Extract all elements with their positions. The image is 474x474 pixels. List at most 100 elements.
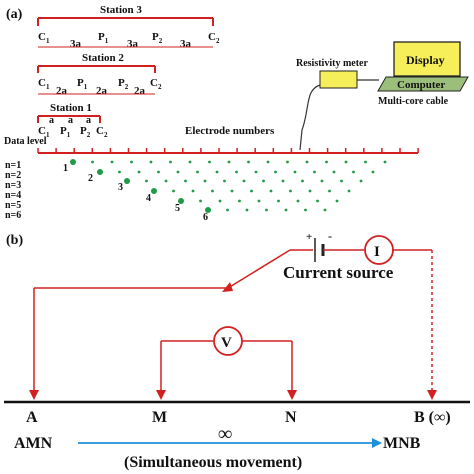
display-screen: [393, 41, 461, 77]
pseudosection-point: [215, 170, 219, 174]
highlight-point: [151, 188, 157, 194]
multi-core-cable: [299, 84, 321, 151]
pseudosection-point: [169, 160, 172, 164]
station-1-p2: P2: [80, 125, 91, 139]
cable-label: Multi-core cable: [378, 96, 449, 107]
pseudosection-point: [157, 170, 160, 174]
resistivity-meter-box: [319, 70, 358, 89]
point-label-6: 6: [203, 212, 208, 223]
pseudosection-point: [266, 160, 270, 164]
pseudosection-point: [332, 170, 336, 174]
pseudosection-point: [383, 160, 387, 164]
electrode-ticks: [37, 148, 419, 153]
level-n6: n=6: [5, 210, 21, 221]
electrode-labels-b: A M N B (∞): [26, 409, 451, 426]
pseudosection-point: [284, 208, 288, 212]
pseudosection-point: [269, 189, 273, 193]
station-1-p1: P1: [60, 125, 71, 139]
computer-label: Computer: [397, 79, 445, 91]
pseudosection-point: [254, 170, 258, 174]
arrow-to-m: [156, 390, 166, 400]
ammeter-symbol: I: [374, 244, 380, 260]
electrode-a: A: [26, 409, 38, 426]
pseudosection-point: [196, 170, 199, 174]
pseudosection-point: [247, 160, 250, 164]
level-labels: n=1 n=2 n=3 n=4 n=5 n=6: [5, 160, 21, 221]
arrow-to-b: [427, 390, 437, 400]
electrode-numbers-label: Electrode numbers: [185, 125, 275, 137]
movement-label: (Simultaneous movement): [124, 454, 302, 471]
pseudosection-point: [211, 189, 214, 193]
pseudosection-point: [145, 179, 148, 183]
station-3-spacing-2: 3a: [127, 38, 139, 50]
station-1-spacing-2: a: [68, 115, 73, 126]
data-label: Data level: [4, 136, 47, 147]
pseudosection-point: [308, 189, 312, 193]
station-1-c1: C1: [38, 125, 50, 139]
station-3-c1: C1: [38, 31, 50, 45]
pseudosection-point: [313, 170, 316, 174]
pseudosection-point: [118, 170, 121, 174]
amn-label: AMN: [14, 435, 53, 452]
pseudosection-point: [340, 179, 343, 183]
pseudosection-point: [325, 160, 328, 164]
pseudosection-point: [305, 160, 309, 164]
highlight-point: [97, 169, 103, 175]
pseudosection-point: [364, 160, 367, 164]
pseudosection-point: [257, 199, 261, 203]
pseudosection-point: [347, 189, 351, 193]
pseudosection-point: [235, 170, 238, 174]
station-1: Station 1 a a a C1 P1 P2 C2: [37, 102, 108, 139]
point-labels: 1 2 3 4 5 6: [63, 163, 208, 223]
station-3-c2: C2: [208, 31, 220, 45]
pseudosection-point: [203, 179, 207, 183]
station-1-title: Station 1: [50, 102, 92, 114]
battery-plus: +: [306, 231, 312, 243]
pseudosection-point: [245, 208, 249, 212]
electrode-m: M: [152, 409, 167, 426]
pseudosection-point: [296, 199, 300, 203]
pseudosection-point: [184, 179, 187, 183]
pseudosection-point: [293, 170, 297, 174]
pseudosection-point: [149, 160, 153, 164]
panel-a-label: (a): [6, 7, 23, 22]
pseudosection-point: [250, 189, 253, 193]
pseudosection-point: [91, 160, 94, 164]
station-2-title: Station 2: [82, 52, 124, 64]
display-label: Display: [406, 53, 445, 67]
voltmeter-circuit: V: [156, 326, 297, 400]
station-3: Station 3 C1 P1 P2 C2 3a 3a 3a: [37, 4, 220, 50]
movement-arrow-head: [372, 438, 382, 448]
pseudosection-point: [316, 199, 319, 203]
voltmeter-symbol: V: [221, 335, 232, 351]
pseudosection-point: [164, 179, 168, 183]
pseudosection-point: [238, 199, 241, 203]
station-2-c2: C2: [150, 77, 162, 91]
station-2-spacing-2: 2a: [96, 85, 108, 97]
station-1-spacing-1: a: [49, 115, 54, 126]
highlight-point: [70, 159, 76, 165]
station-2-p1: P1: [77, 77, 88, 91]
pseudosection-point: [301, 179, 304, 183]
station-2-spacing-1: 2a: [56, 85, 68, 97]
pseudosection-point: [344, 160, 348, 164]
station-2-p2: P2: [118, 77, 129, 91]
mnb-label: MNB: [383, 435, 421, 452]
battery-minus: -: [328, 229, 332, 243]
pseudosection-point: [130, 160, 133, 164]
current-source-label: Current source: [283, 263, 394, 282]
pseudosection-point: [265, 208, 268, 212]
pseudosection-point: [208, 160, 211, 164]
arrow-left: [222, 282, 233, 292]
pseudosection-point: [226, 208, 229, 212]
arrow-to-n: [287, 390, 297, 400]
resistivity-meter-label: Resistivity meter: [296, 58, 368, 69]
pseudosection-point: [277, 199, 280, 203]
pseudosection-point: [172, 189, 175, 193]
station-3-title: Station 3: [100, 4, 142, 16]
level-n3: n=3: [5, 180, 21, 191]
pseudosection-point: [328, 189, 331, 193]
station-3-spacing-1: 3a: [70, 38, 82, 50]
